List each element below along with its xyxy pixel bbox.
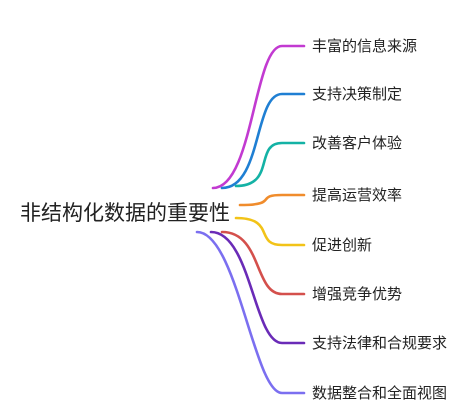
branch-connector [209,230,306,345]
branch-connector [220,92,306,190]
branch-node[interactable]: 增强竞争优势 [312,285,403,303]
branch-node[interactable]: 促进创新 [312,236,373,254]
branch-node[interactable]: 丰富的信息来源 [312,37,418,55]
branch-node[interactable]: 提高运营效率 [312,186,403,204]
branch-node[interactable]: 支持决策制定 [312,85,403,103]
branch-connector [234,141,306,188]
branch-connector [234,216,306,247]
branch-connector [220,230,306,296]
branch-node[interactable]: 支持法律和合规要求 [312,334,448,352]
branch-connector [238,193,306,207]
branch-node[interactable]: 改善客户体验 [312,134,403,152]
branch-connector [211,44,306,190]
connector-lines [195,44,306,395]
branch-node[interactable]: 数据整合和全面视图 [312,384,448,402]
branch-connector [195,230,306,395]
root-node[interactable]: 非结构化数据的重要性 [20,201,230,225]
